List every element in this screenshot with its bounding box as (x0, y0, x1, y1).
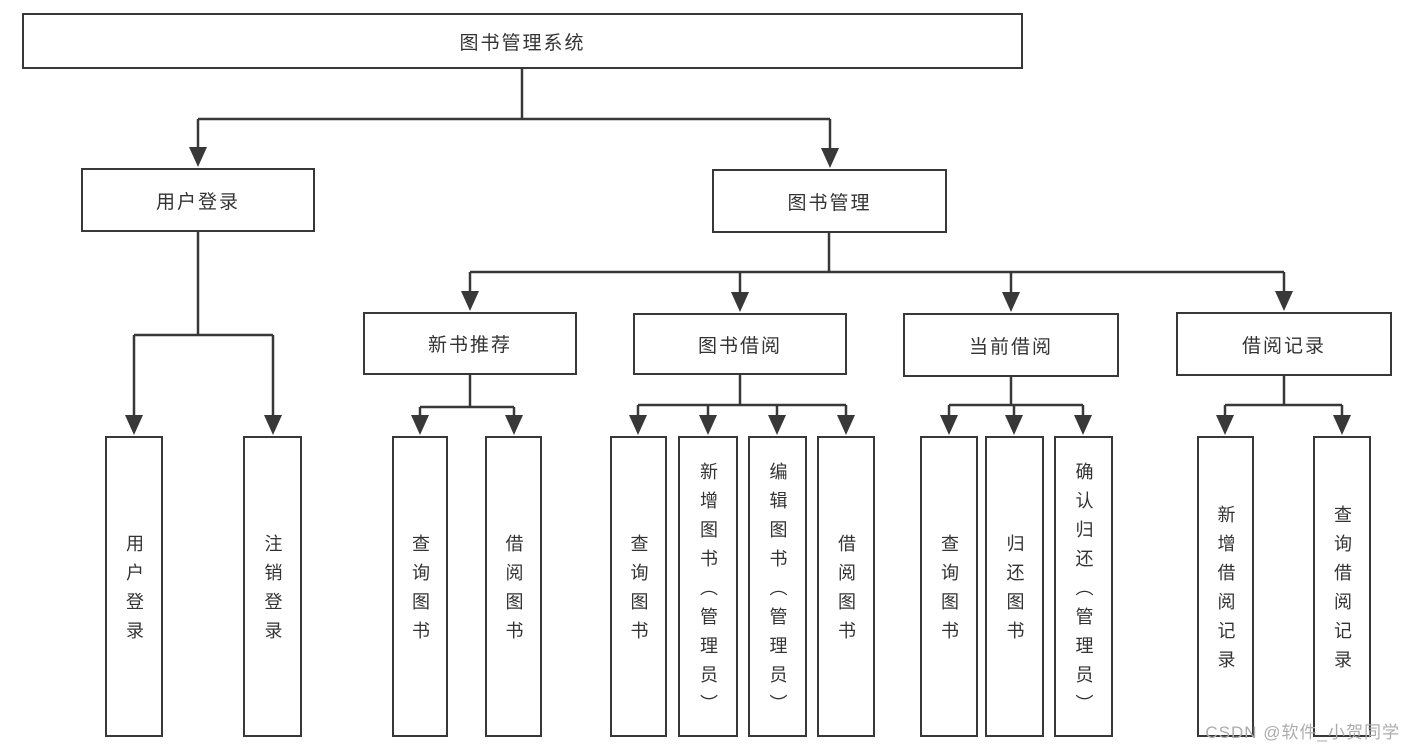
leaf-current-query-book: 查询图书 (920, 436, 978, 737)
node-new-book-recommend: 新书推荐 (363, 312, 577, 375)
node-library-management-system: 图书管理系统 (22, 13, 1023, 69)
node-label: 用户登录 (124, 534, 144, 650)
node-user-login: 用户登录 (81, 168, 315, 232)
node-label: 新增借阅记录 (1215, 505, 1236, 679)
leaf-borrow-borrow-book: 借阅图书 (817, 436, 875, 737)
leaf-records-add-record: 新增借阅记录 (1197, 436, 1254, 737)
connector-arrowheads (125, 147, 1351, 435)
node-label: 确认归还（管理员） (1073, 461, 1094, 723)
leaf-borrow-add-book-admin: 新增图书（管理员） (678, 436, 738, 737)
node-label: 借阅图书 (503, 534, 524, 650)
leaf-borrow-edit-book-admin: 编辑图书（管理员） (748, 436, 807, 737)
leaf-current-confirm-return-admin: 确认归还（管理员） (1054, 436, 1113, 737)
leaf-recommend-query-book: 查询图书 (392, 436, 448, 737)
node-label: 新书推荐 (427, 335, 512, 356)
watermark: CSDN @软件_小贺同学 (1205, 723, 1400, 742)
node-label: 查询图书 (410, 534, 430, 650)
leaf-logout: 注销登录 (243, 436, 302, 737)
leaf-user-login: 用户登录 (105, 436, 163, 737)
leaf-borrow-query-book: 查询图书 (610, 436, 667, 737)
node-label: 图书管理系统 (459, 32, 586, 54)
node-label: 查询图书 (628, 534, 649, 650)
node-current-borrow: 当前借阅 (903, 313, 1119, 377)
node-label: 查询借阅记录 (1332, 505, 1352, 679)
node-label: 用户登录 (155, 191, 240, 213)
node-label: 图书借阅 (697, 335, 782, 357)
node-book-management: 图书管理 (712, 169, 947, 233)
node-label: 借阅记录 (1241, 335, 1326, 357)
node-label: 图书管理 (787, 192, 872, 214)
node-label: 当前借阅 (968, 336, 1053, 358)
node-label: 编辑图书（管理员） (767, 461, 788, 723)
leaf-current-return-book: 归还图书 (985, 436, 1044, 737)
leaf-records-query-record: 查询借阅记录 (1313, 436, 1371, 737)
node-label: 查询图书 (939, 534, 959, 650)
node-label: 新增图书（管理员） (698, 461, 718, 723)
node-label: 归还图书 (1004, 534, 1025, 650)
node-label: 借阅图书 (836, 534, 856, 650)
node-label: 注销登录 (262, 534, 283, 650)
node-book-borrow: 图书借阅 (633, 313, 847, 375)
node-borrow-records: 借阅记录 (1176, 312, 1392, 376)
leaf-recommend-borrow-book: 借阅图书 (485, 436, 542, 737)
